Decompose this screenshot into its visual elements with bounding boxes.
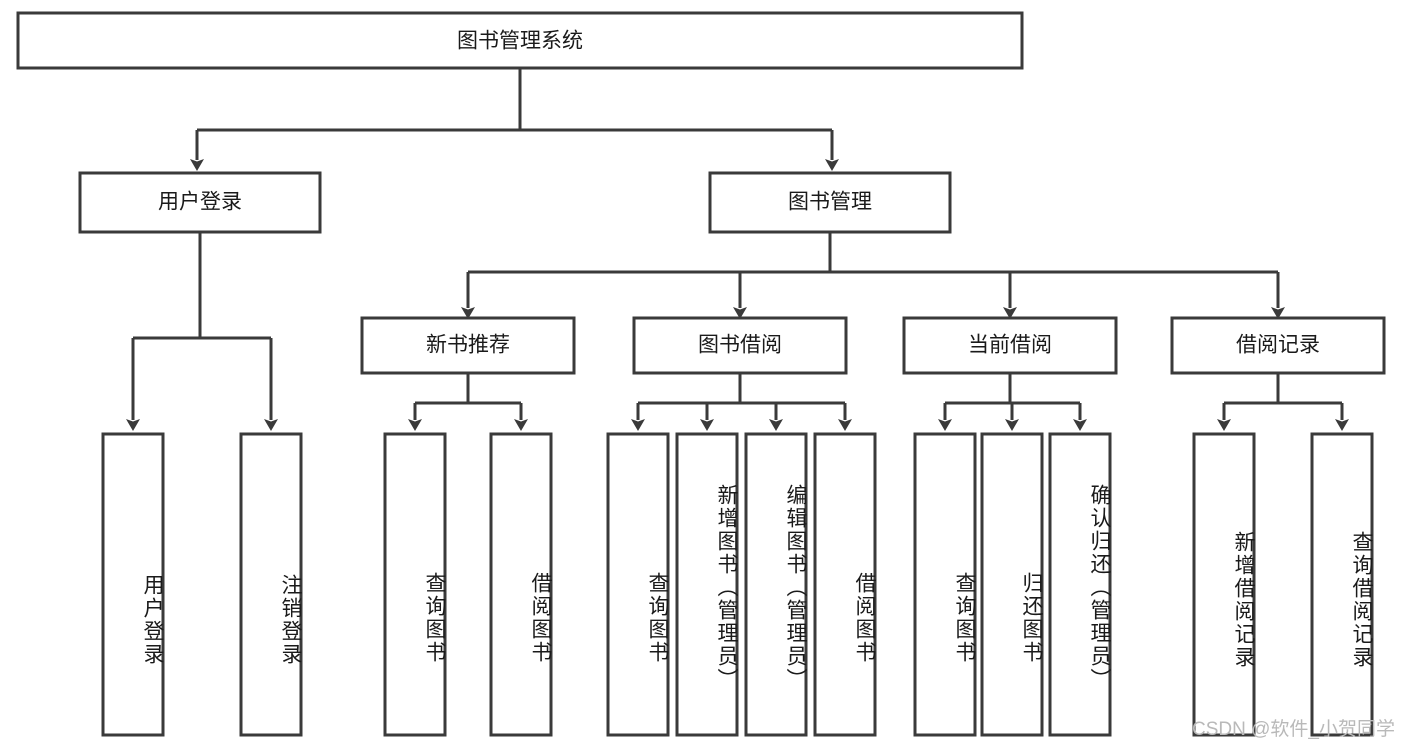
node-book-borrow-box[interactable]: [632, 316, 848, 375]
leaf-box-new-book-2[interactable]: [489, 432, 553, 737]
leaf-box-current-borrow-3[interactable]: [1048, 432, 1112, 737]
node-book-borrow-label: 图书借阅: [698, 334, 782, 357]
node-root-box[interactable]: [16, 11, 1024, 70]
node-new-book-label: 新书推荐: [426, 334, 510, 357]
node-book-manage-label: 图书管理: [788, 191, 872, 214]
leaf-box-book-borrow-2[interactable]: [675, 432, 739, 737]
node-new-book-box[interactable]: [360, 316, 576, 375]
node-current-borrow-label: 当前借阅: [968, 334, 1052, 357]
leaf-box-book-borrow-3[interactable]: [744, 432, 808, 737]
leaf-box-borrow-records-1[interactable]: [1192, 432, 1256, 737]
leaf-box-current-borrow-1[interactable]: [913, 432, 977, 737]
csdn-watermark: CSDN @软件_小贺同学: [1192, 719, 1395, 740]
node-current-borrow-box[interactable]: [902, 316, 1118, 375]
node-root-label: 图书管理系统: [457, 30, 583, 53]
leaf-box-book-borrow-1[interactable]: [606, 432, 670, 737]
node-borrow-records-label: 借阅记录: [1236, 334, 1320, 357]
leaf-box-user-login-2[interactable]: [239, 432, 303, 737]
node-user-login-label: 用户登录: [158, 191, 242, 214]
leaf-box-current-borrow-2[interactable]: [980, 432, 1044, 737]
leaf-box-user-login-1[interactable]: [101, 432, 165, 737]
leaf-box-book-borrow-4[interactable]: [813, 432, 877, 737]
node-borrow-records-box[interactable]: [1170, 316, 1386, 375]
leaf-box-new-book-1[interactable]: [383, 432, 447, 737]
leaf-box-borrow-records-2[interactable]: [1310, 432, 1374, 737]
node-book-manage-box[interactable]: [708, 171, 952, 234]
